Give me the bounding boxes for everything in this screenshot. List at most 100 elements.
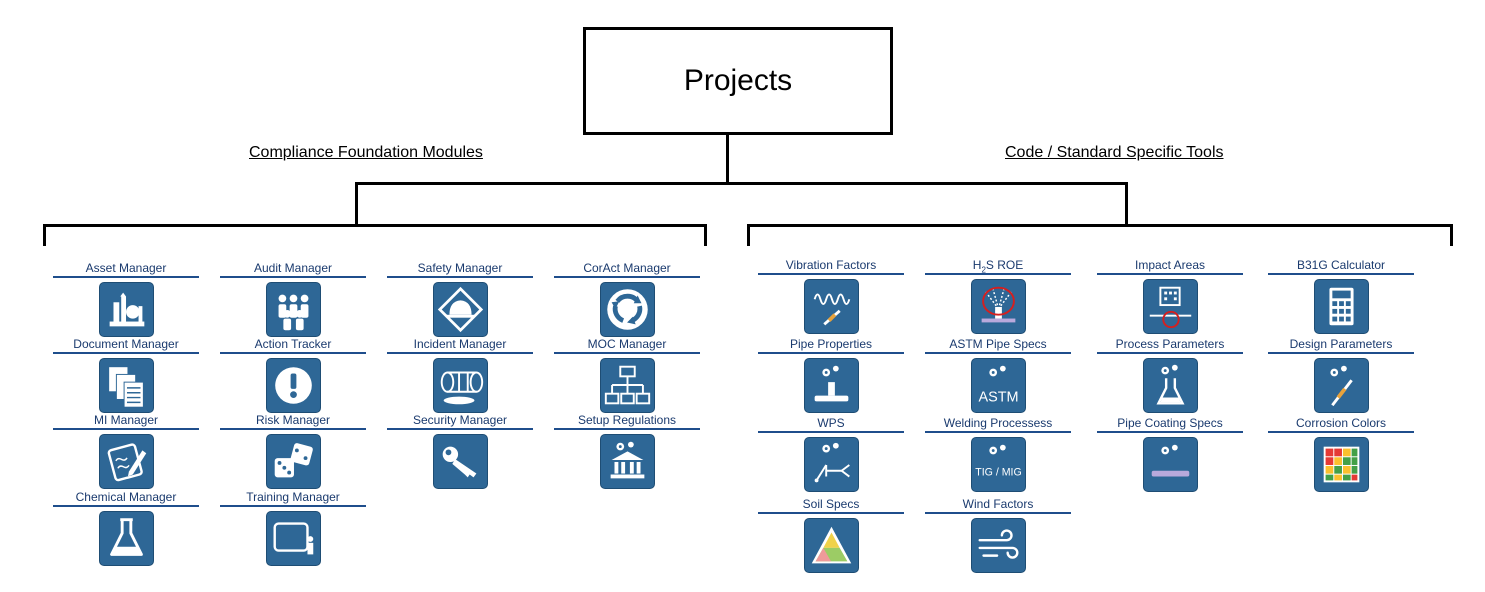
wave-pipe-icon[interactable] bbox=[803, 279, 859, 334]
soil-triangle-icon[interactable] bbox=[803, 518, 859, 573]
weld-symbol-icon[interactable] bbox=[803, 437, 859, 492]
module-label: Action Tracker bbox=[254, 337, 332, 351]
left-branch-heading: Compliance Foundation Modules bbox=[249, 144, 483, 161]
gear-coated-pipe-icon[interactable] bbox=[1142, 437, 1198, 492]
tool-corrosion-colors[interactable]: Corrosion Colors bbox=[1268, 416, 1414, 492]
module-label: Document Manager bbox=[73, 337, 179, 351]
presentation-board-icon[interactable] bbox=[265, 511, 321, 566]
module-label: Security Manager bbox=[412, 413, 508, 427]
module-label: MI Manager bbox=[93, 413, 159, 427]
left-bracket-left bbox=[43, 224, 46, 246]
calculator-icon[interactable] bbox=[1313, 279, 1369, 334]
module-document-manager[interactable]: Document Manager bbox=[53, 337, 199, 413]
gas-release-icon[interactable] bbox=[970, 279, 1026, 334]
spill-barrels-icon[interactable] bbox=[432, 358, 488, 413]
tool-label: Design Parameters bbox=[1289, 337, 1393, 351]
tool-label: Impact Areas bbox=[1134, 258, 1206, 272]
refinery-icon[interactable] bbox=[98, 282, 154, 337]
module-security-manager[interactable]: Security Manager bbox=[387, 413, 533, 489]
tool-astm-pipe-specs[interactable]: ASTM Pipe Specs ASTM bbox=[925, 337, 1071, 413]
module-training-manager[interactable]: Training Manager bbox=[220, 490, 366, 566]
hard-hat-icon[interactable] bbox=[432, 282, 488, 337]
wind-icon[interactable] bbox=[970, 518, 1026, 573]
module-coract-manager[interactable]: CorAct Manager bbox=[554, 261, 700, 337]
gear-pipe-icon[interactable] bbox=[803, 358, 859, 413]
module-label: Incident Manager bbox=[413, 337, 507, 351]
module-label: Audit Manager bbox=[253, 261, 333, 275]
tool-h2s-roe[interactable]: H2S ROE bbox=[925, 258, 1071, 334]
right-branch-heading: Code / Standard Specific Tools bbox=[1005, 144, 1224, 161]
tool-pipe-properties[interactable]: Pipe Properties bbox=[758, 337, 904, 413]
module-label: Setup Regulations bbox=[577, 413, 677, 427]
tool-welding-processess[interactable]: Welding Processess TIG / MIG bbox=[925, 416, 1071, 492]
tig-mig-text: TIG / MIG bbox=[975, 467, 1022, 479]
connector-hbar bbox=[355, 182, 1128, 185]
module-label: Asset Manager bbox=[85, 261, 167, 275]
module-label: MOC Manager bbox=[587, 337, 667, 351]
left-bracket-bar bbox=[43, 224, 707, 227]
tool-label: WPS bbox=[817, 416, 845, 430]
right-bracket-right bbox=[1450, 224, 1453, 246]
exclamation-icon[interactable] bbox=[265, 358, 321, 413]
tool-soil-specs[interactable]: Soil Specs bbox=[758, 497, 904, 573]
module-incident-manager[interactable]: Incident Manager bbox=[387, 337, 533, 413]
tool-label: H2S ROE bbox=[972, 258, 1024, 275]
module-label: Safety Manager bbox=[417, 261, 503, 275]
module-label: Risk Manager bbox=[255, 413, 331, 427]
people-group-icon[interactable] bbox=[265, 282, 321, 337]
tool-vibration-factors[interactable]: Vibration Factors bbox=[758, 258, 904, 334]
color-grid-icon[interactable] bbox=[1313, 437, 1369, 492]
tool-label: Vibration Factors bbox=[785, 258, 877, 272]
tool-label: Soil Specs bbox=[802, 497, 860, 511]
notepad-pencil-icon[interactable] bbox=[98, 434, 154, 489]
gear-building-icon[interactable] bbox=[599, 434, 655, 489]
tool-label: Corrosion Colors bbox=[1295, 416, 1387, 430]
connector-left-drop bbox=[355, 182, 358, 226]
tool-process-parameters[interactable]: Process Parameters bbox=[1097, 337, 1243, 413]
flask-icon[interactable] bbox=[98, 511, 154, 566]
module-asset-manager[interactable]: Asset Manager bbox=[53, 261, 199, 337]
module-action-tracker[interactable]: Action Tracker bbox=[220, 337, 366, 413]
tool-pipe-coating-specs[interactable]: Pipe Coating Specs bbox=[1097, 416, 1243, 492]
tool-label: Pipe Properties bbox=[789, 337, 873, 351]
root-title: Projects bbox=[683, 64, 793, 97]
module-label: Chemical Manager bbox=[75, 490, 177, 504]
org-chart-icon[interactable] bbox=[599, 358, 655, 413]
gear-flask-icon[interactable] bbox=[1142, 358, 1198, 413]
module-setup-regulations[interactable]: Setup Regulations bbox=[554, 413, 700, 489]
gear-pipe-diagonal-icon[interactable] bbox=[1313, 358, 1369, 413]
tool-label: Welding Processess bbox=[943, 416, 1053, 430]
tool-label: B31G Calculator bbox=[1296, 258, 1386, 272]
dice-icon[interactable] bbox=[265, 434, 321, 489]
module-label: CorAct Manager bbox=[583, 261, 671, 275]
key-icon[interactable] bbox=[432, 434, 488, 489]
tig-mig-gear-icon[interactable]: TIG / MIG bbox=[970, 437, 1026, 492]
tool-label: ASTM Pipe Specs bbox=[949, 337, 1047, 351]
tool-wps[interactable]: WPS bbox=[758, 416, 904, 492]
module-moc-manager[interactable]: MOC Manager bbox=[554, 337, 700, 413]
module-risk-manager[interactable]: Risk Manager bbox=[220, 413, 366, 489]
tool-label: Process Parameters bbox=[1115, 337, 1225, 351]
right-bracket-bar bbox=[747, 224, 1453, 227]
tool-label: Wind Factors bbox=[962, 497, 1034, 511]
left-bracket-right bbox=[704, 224, 707, 246]
tool-design-parameters[interactable]: Design Parameters bbox=[1268, 337, 1414, 413]
documents-icon[interactable] bbox=[98, 358, 154, 413]
root-node-projects: Projects bbox=[583, 27, 893, 135]
building-impact-icon[interactable] bbox=[1142, 279, 1198, 334]
tool-wind-factors[interactable]: Wind Factors bbox=[925, 497, 1071, 573]
module-mi-manager[interactable]: MI Manager bbox=[53, 413, 199, 489]
cycle-arrows-icon[interactable] bbox=[599, 282, 655, 337]
module-audit-manager[interactable]: Audit Manager bbox=[220, 261, 366, 337]
tool-label: Pipe Coating Specs bbox=[1117, 416, 1223, 430]
astm-gear-icon[interactable]: ASTM bbox=[970, 358, 1026, 413]
module-label: Training Manager bbox=[246, 490, 340, 504]
astm-text: ASTM bbox=[978, 389, 1018, 405]
tool-b31g-calculator[interactable]: B31G Calculator bbox=[1268, 258, 1414, 334]
right-bracket-left bbox=[747, 224, 750, 246]
module-chemical-manager[interactable]: Chemical Manager bbox=[53, 490, 199, 566]
module-safety-manager[interactable]: Safety Manager bbox=[387, 261, 533, 337]
connector-trunk bbox=[726, 135, 729, 184]
tool-impact-areas[interactable]: Impact Areas bbox=[1097, 258, 1243, 334]
connector-right-drop bbox=[1125, 182, 1128, 226]
